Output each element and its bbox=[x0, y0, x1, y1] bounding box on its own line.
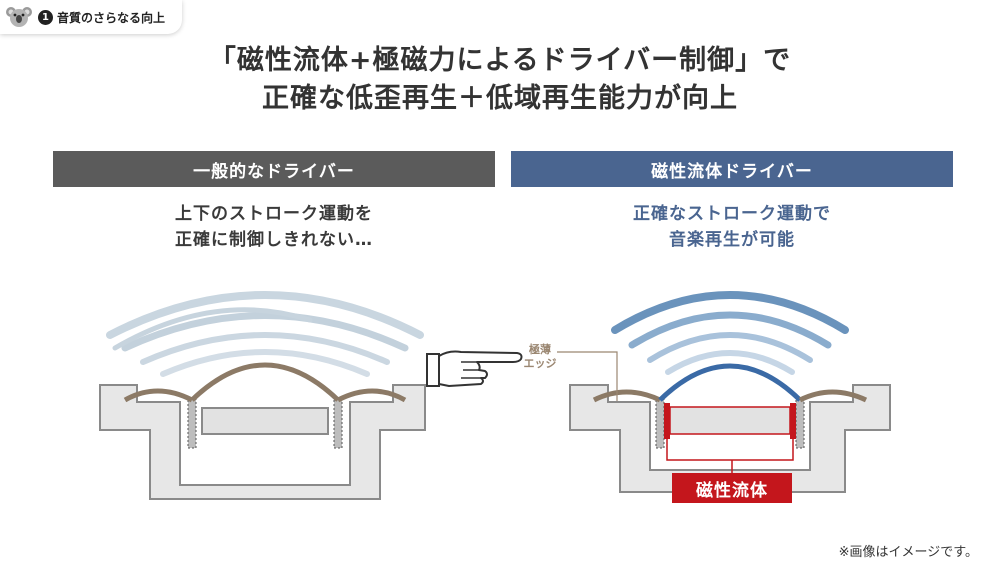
headline-line-1: 「磁性流体+極磁力によるドライバー制御」で bbox=[208, 45, 792, 76]
fluid-leader-line bbox=[666, 439, 794, 473]
edge-left bbox=[123, 388, 194, 403]
voice-coil-left bbox=[655, 397, 665, 449]
edge-right bbox=[798, 389, 868, 403]
voice-coil-left bbox=[187, 397, 197, 449]
right-column-title: 磁性流体ドライバー bbox=[511, 151, 953, 187]
cone-dome bbox=[190, 362, 340, 402]
driver-housing bbox=[569, 384, 891, 493]
conventional-driver-illustration bbox=[99, 291, 426, 500]
voice-coil-right bbox=[333, 397, 343, 449]
thin-edge-label-line-2: エッジ bbox=[523, 357, 557, 370]
sound-waves bbox=[106, 291, 424, 377]
headline-line-2: 正確な低歪再生＋低域再生能力が向上 bbox=[262, 83, 738, 114]
koala-icon bbox=[6, 7, 32, 27]
right-description-line-1: 正確なストローク運動で bbox=[633, 204, 831, 224]
left-description-line-2: 正確に制御しきれない… bbox=[175, 230, 373, 250]
magnet-block bbox=[201, 407, 329, 435]
left-column-title: 一般的なドライバー bbox=[53, 151, 495, 187]
sound-waves bbox=[611, 291, 849, 375]
edge-leader-line bbox=[557, 351, 618, 401]
left-description: 上下のストローク運動を 正確に制御しきれない… bbox=[53, 201, 495, 253]
magnetic-fluid-driver-illustration bbox=[569, 291, 891, 493]
voice-coil-right bbox=[795, 397, 805, 449]
section-label: 音質のさらなる向上 bbox=[57, 10, 166, 25]
thin-edge-label-line-1: 極薄 bbox=[529, 343, 551, 356]
magnetic-fluid-label: 磁性流体 bbox=[672, 473, 792, 503]
magnetic-fluid-left bbox=[664, 403, 670, 439]
right-description-line-2: 音楽再生が可能 bbox=[669, 230, 795, 250]
driver-housing bbox=[99, 384, 426, 500]
magnetic-fluid-right bbox=[790, 403, 796, 439]
edge-right bbox=[336, 388, 407, 403]
left-description-line-1: 上下のストローク運動を bbox=[175, 204, 373, 224]
thin-edge-label: 極薄 エッジ bbox=[520, 343, 560, 371]
pointing-hand-icon bbox=[426, 350, 523, 387]
section-badge: 1 音質のさらなる向上 bbox=[0, 0, 182, 34]
edge-left bbox=[592, 389, 662, 403]
cone-dome bbox=[658, 363, 802, 402]
magnet-block bbox=[669, 406, 791, 435]
right-description: 正確なストローク運動で 音楽再生が可能 bbox=[511, 201, 953, 253]
section-number: 1 bbox=[38, 9, 53, 25]
image-note: ※画像はイメージです。 bbox=[838, 545, 978, 560]
